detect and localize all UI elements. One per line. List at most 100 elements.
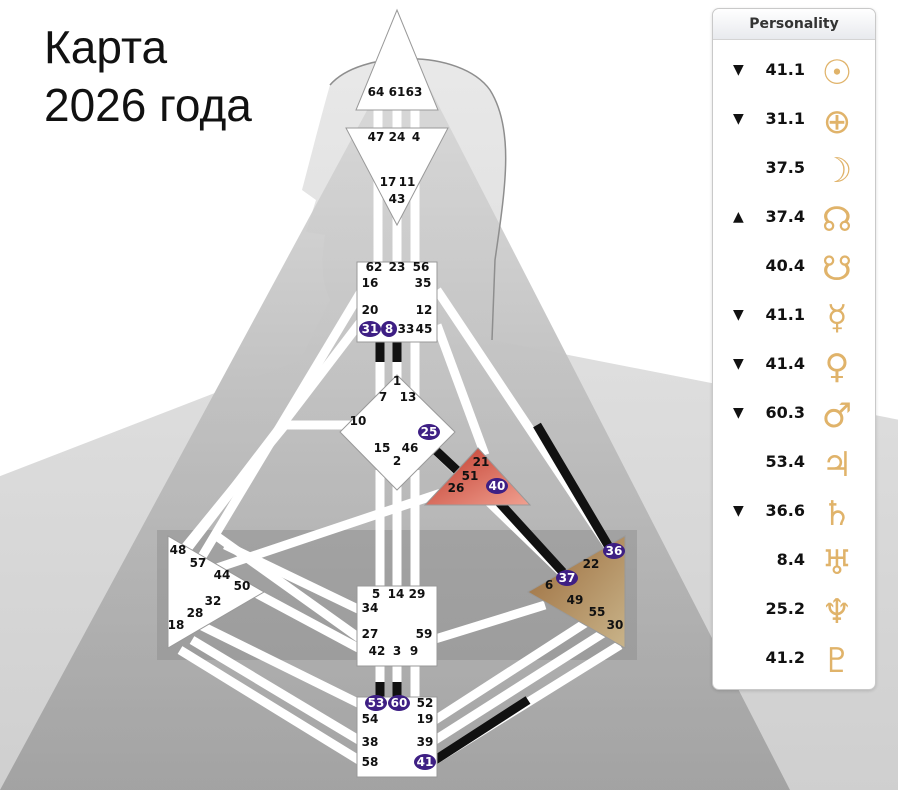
direction-arrow: ▼ <box>733 111 744 127</box>
gate-51: 51 <box>462 469 479 483</box>
neptune-icon: ♆ <box>821 592 853 632</box>
gate-6: 6 <box>545 578 553 592</box>
gate-62: 62 <box>366 260 383 274</box>
venus-icon: ♀ <box>824 347 850 387</box>
g-center <box>339 374 456 491</box>
gate-4: 4 <box>412 130 420 144</box>
activation-value: 53.4 <box>765 452 805 471</box>
planet-row: ▼41.1☉ <box>713 49 875 98</box>
page-title: Карта 2026 года <box>44 18 252 134</box>
head-outline <box>329 57 507 341</box>
activation-value: 36.6 <box>765 501 805 520</box>
gate-badge-41 <box>414 754 436 770</box>
gate-32: 32 <box>205 594 222 608</box>
south-node-icon: ☋ <box>821 249 853 289</box>
gate-49: 49 <box>567 593 584 607</box>
gate-13: 13 <box>400 390 417 404</box>
activation-value: 8.4 <box>776 550 805 569</box>
gate-12: 12 <box>416 303 433 317</box>
gate-badge-25 <box>418 424 440 440</box>
centers <box>167 8 626 778</box>
gate-badge-8 <box>381 321 397 337</box>
gate-5: 5 <box>372 587 380 601</box>
gate-52: 52 <box>417 696 434 710</box>
gate-33: 33 <box>398 322 415 336</box>
pluto-icon: ♇ <box>821 641 853 681</box>
gate-36: 36 <box>606 544 623 558</box>
gate-59: 59 <box>416 627 433 641</box>
gate-26: 26 <box>448 481 465 495</box>
planet-row: ▼ 36.6 ♄ <box>713 490 875 539</box>
activation-value: 41.2 <box>765 648 805 667</box>
gate-57: 57 <box>190 556 207 570</box>
uranus-icon: ♅ <box>821 543 853 583</box>
planet-row: 25.2 ♆ <box>713 588 875 637</box>
activation-value: 31.1 <box>765 109 805 128</box>
activation-value: 37.4 <box>765 207 805 226</box>
gate-11: 11 <box>399 175 416 189</box>
gate-53: 53 <box>368 696 385 710</box>
gate-10: 10 <box>350 414 367 428</box>
activation-value: 41.1 <box>765 60 805 79</box>
activation-value: 41.1 <box>765 305 805 324</box>
gate-9: 9 <box>410 644 418 658</box>
planet-row: 8.4 ♅ <box>713 539 875 588</box>
planet-row: ▼ 60.3 ♂ <box>713 392 875 441</box>
planet-row: 41.2 ♇ <box>713 637 875 686</box>
gate-60: 60 <box>391 696 408 710</box>
gate-48: 48 <box>170 543 187 557</box>
gate-58: 58 <box>362 755 379 769</box>
gate-39: 39 <box>417 735 434 749</box>
personality-panel: Personality ▼41.1☉▼31.1⊕37.5☽▲37.4☊40.4☋… <box>712 8 876 690</box>
gate-35: 35 <box>415 276 432 290</box>
gate-64: 64 <box>368 85 385 99</box>
gate-badge-53 <box>365 695 387 711</box>
direction-arrow: ▼ <box>733 356 744 372</box>
gate-1: 1 <box>393 374 401 388</box>
gate-badge-60 <box>388 695 410 711</box>
gate-34: 34 <box>362 601 379 615</box>
activation-value: 60.3 <box>765 403 805 422</box>
gate-21: 21 <box>473 455 490 469</box>
gate-54: 54 <box>362 712 379 726</box>
solar-plexus-center <box>526 535 626 649</box>
mars-icon: ♂ <box>821 396 853 436</box>
gate-14: 14 <box>388 587 405 601</box>
direction-arrow: ▼ <box>733 503 744 519</box>
gate-24: 24 <box>389 130 406 144</box>
saturn-icon: ♄ <box>821 494 853 534</box>
gate-45: 45 <box>416 322 433 336</box>
sun-icon: ☉ <box>821 53 853 93</box>
gate-15: 15 <box>374 441 391 455</box>
activation-value: 41.4 <box>765 354 805 373</box>
activation-value: 25.2 <box>765 599 805 618</box>
jupiter-icon: ♃ <box>821 445 853 485</box>
north-node-icon: ☊ <box>821 200 853 240</box>
direction-arrow: ▼ <box>733 405 744 421</box>
planet-row: ▼31.1⊕ <box>713 98 875 147</box>
panel-header: Personality <box>713 9 875 40</box>
gate-28: 28 <box>187 606 204 620</box>
gate-8: 8 <box>385 322 393 336</box>
gate-17: 17 <box>380 175 397 189</box>
gate-25: 25 <box>421 425 438 439</box>
gate-40: 40 <box>489 479 506 493</box>
gate-47: 47 <box>368 130 385 144</box>
direction-arrow: ▲ <box>733 209 744 225</box>
planet-row: 40.4☋ <box>713 245 875 294</box>
gate-46: 46 <box>402 441 419 455</box>
title-line-1: Карта <box>44 21 168 73</box>
planet-row: ▼ 41.4 ♀ <box>713 343 875 392</box>
moon-icon: ☽ <box>821 151 853 191</box>
gate-37: 37 <box>559 571 576 585</box>
gate-61: 61 <box>389 85 406 99</box>
spleen-center <box>167 535 265 649</box>
head-center <box>355 8 439 111</box>
gate-badge-40 <box>486 478 508 494</box>
gate-22: 22 <box>583 557 600 571</box>
gate-43: 43 <box>389 192 406 206</box>
gate-badge-37 <box>556 570 578 586</box>
gate-31: 31 <box>362 322 379 336</box>
gate-27: 27 <box>362 627 379 641</box>
